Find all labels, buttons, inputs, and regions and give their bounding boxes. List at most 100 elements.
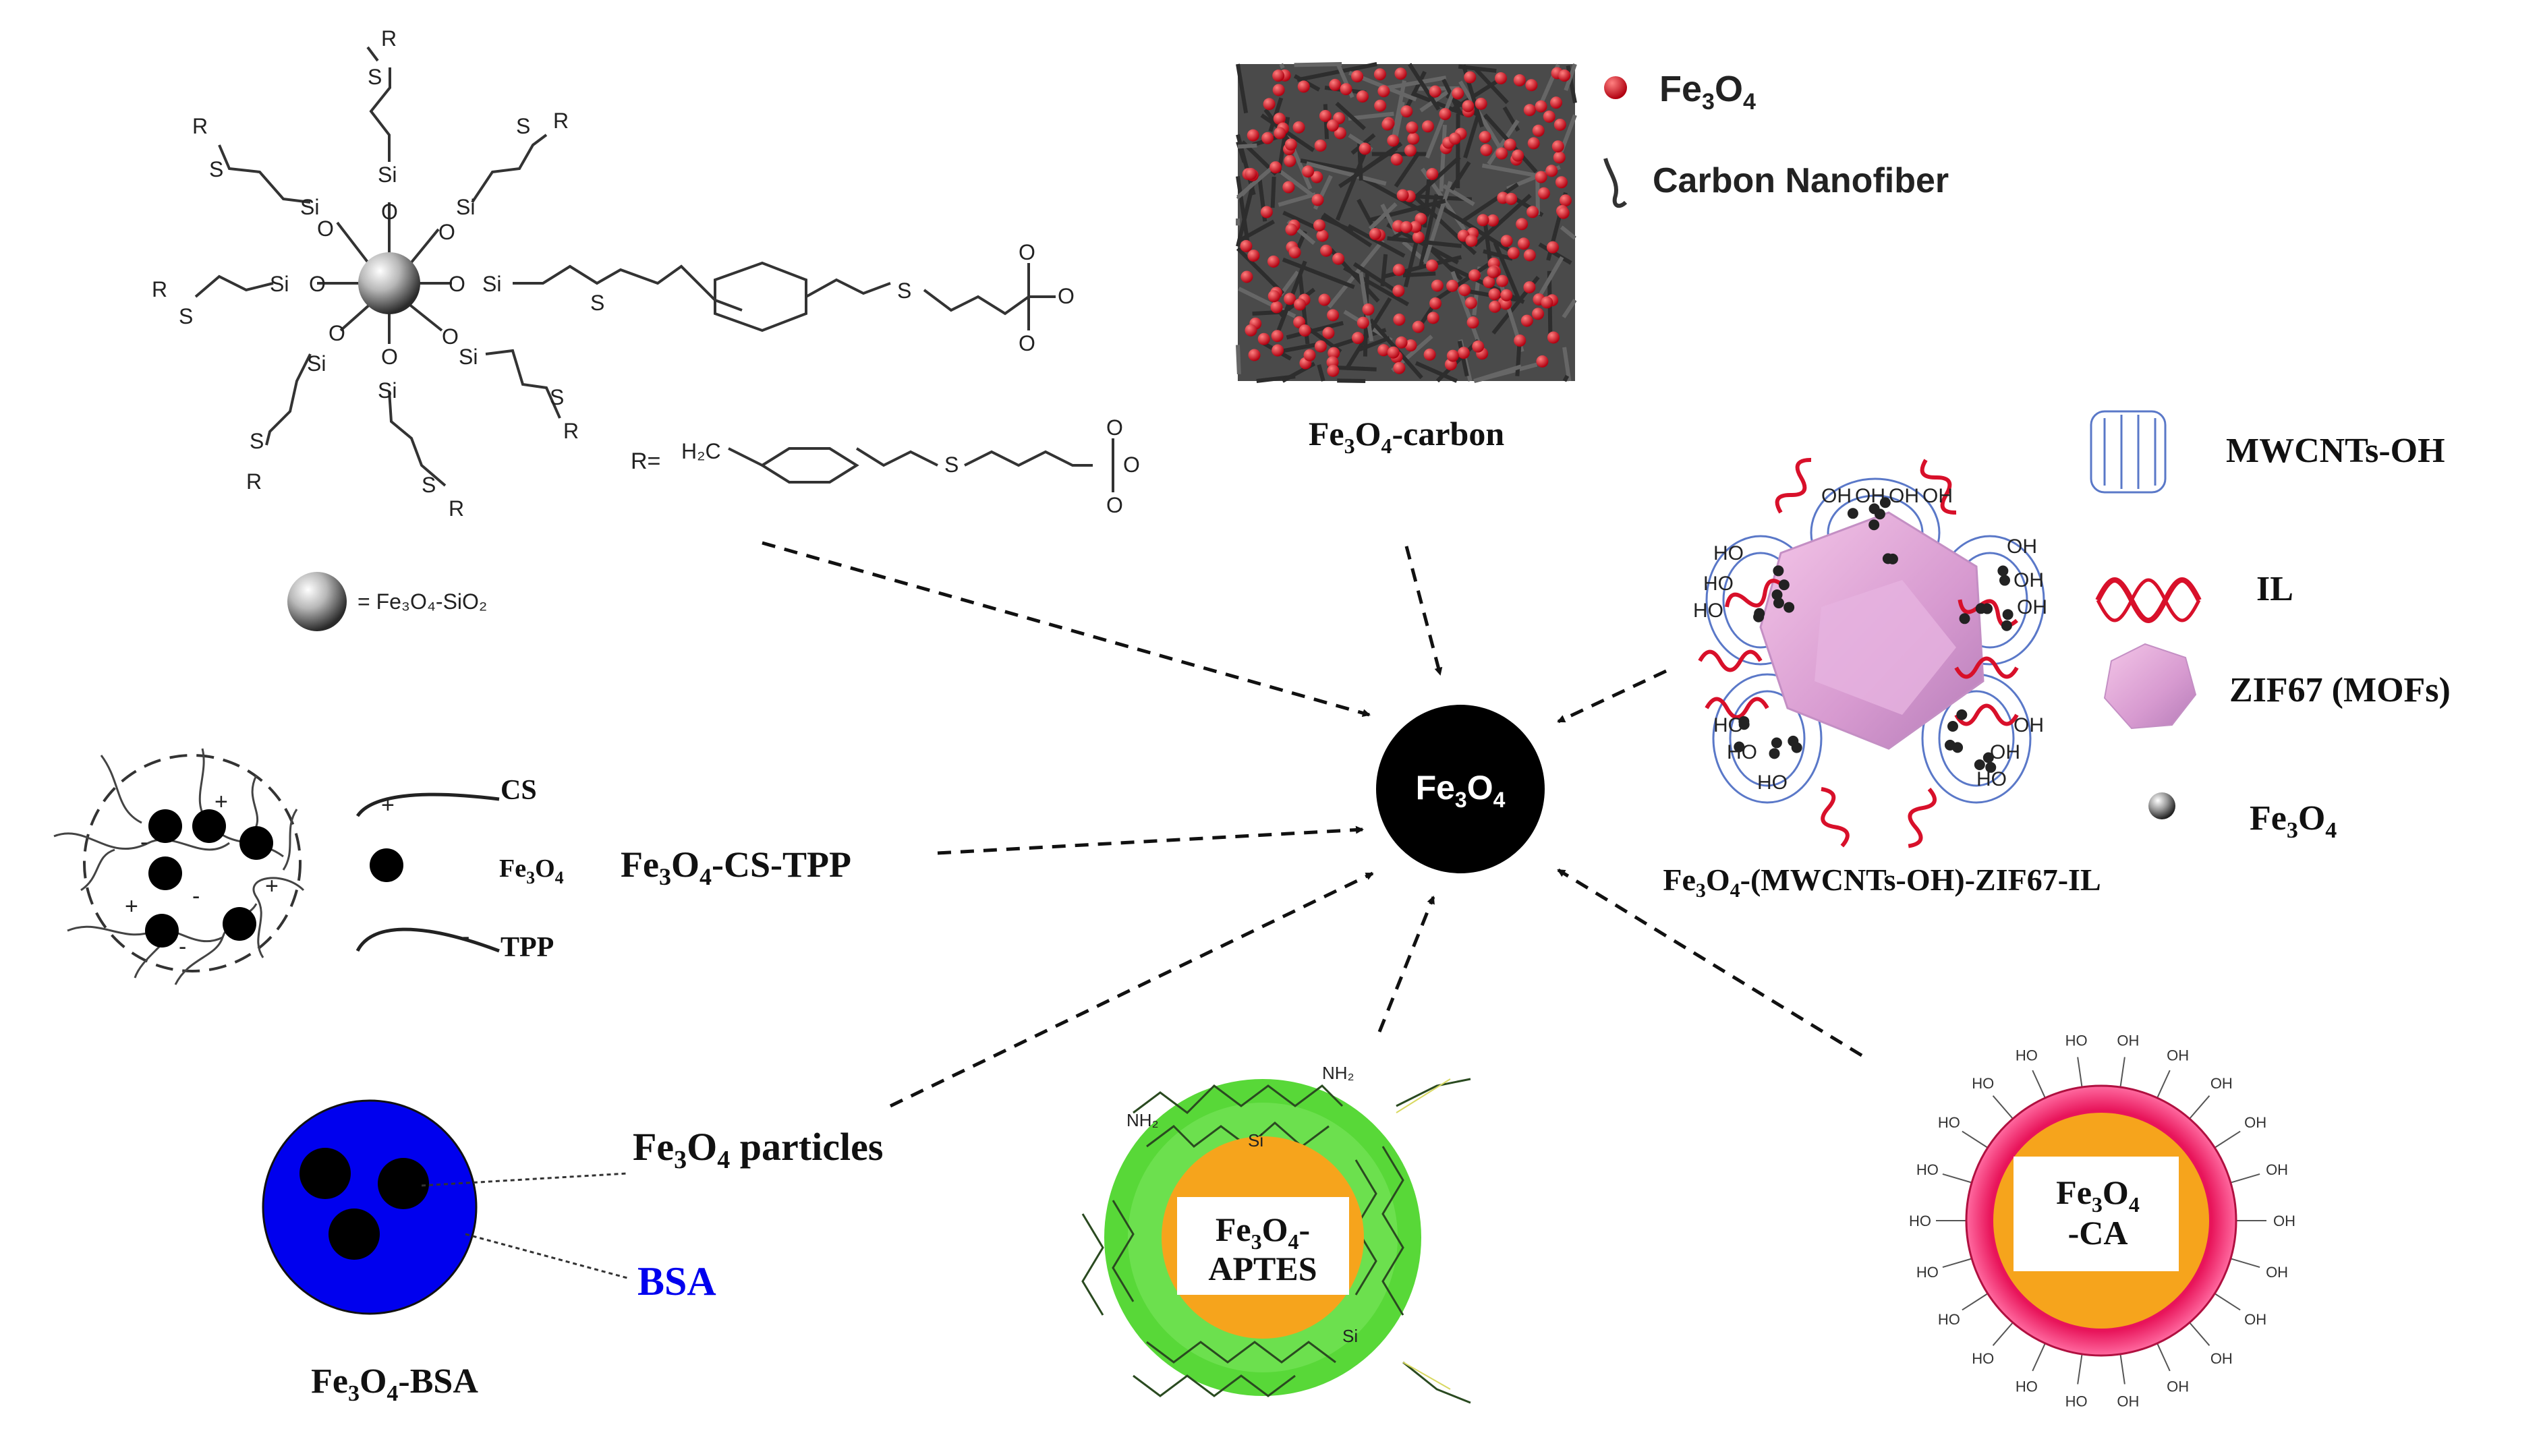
- atom-label: Si: [307, 351, 326, 376]
- fe3o4-red-particle: [1269, 161, 1282, 174]
- ca-branch: [1942, 1258, 1972, 1268]
- atom-label: O: [381, 200, 398, 224]
- zif-fe3o4-dot: [1788, 735, 1799, 747]
- cs-plus: +: [381, 792, 395, 818]
- carbon-fiber-strand: [1487, 119, 1520, 165]
- fe3o4-red-particle: [1284, 138, 1297, 151]
- zif-fe3o4-dot: [1944, 739, 1955, 751]
- carbon-composite: Fe3O4-carbon Fe3O4 Carbon Nanofiber: [1236, 62, 1949, 458]
- ca-label-line2: -CA: [2068, 1214, 2128, 1252]
- atom-label: R: [553, 109, 569, 133]
- carbon-fiber-strand: [1352, 262, 1401, 295]
- aptes-particle: Fe3O4- APTES NH₂ NH₂ Si Si: [1081, 1063, 1471, 1404]
- carbon-fiber-strand: [1387, 236, 1462, 248]
- bsa-particles-label: Fe3O4 particles: [633, 1125, 883, 1174]
- fe3o4-red-particle: [1314, 139, 1327, 152]
- carbon-fiber-strand: [1435, 339, 1480, 383]
- ca-hydroxyl-label: HO: [1909, 1213, 1931, 1229]
- ca-branch: [2032, 1070, 2046, 1099]
- atom-label: S: [250, 429, 264, 453]
- fe3o4-red-particle: [1263, 98, 1276, 111]
- fe3o4-red-particle: [1288, 246, 1301, 259]
- fe3o4-red-particles: [1240, 67, 1572, 377]
- fe3o4-red-particle: [1526, 206, 1539, 219]
- fe3o4-red-particle: [1487, 266, 1500, 279]
- oh-label: OH: [1922, 485, 1953, 507]
- il-legend-icon: [2095, 577, 2202, 623]
- ho-label: HO: [1703, 573, 1734, 595]
- fe3o4-red-particle: [1294, 298, 1307, 311]
- carbon-fiber-strand: [1425, 89, 1456, 158]
- carbon-fiber-strand: [1274, 166, 1319, 201]
- carbon-fiber-strand: [1279, 63, 1285, 69]
- fe3o4-red-particle: [1553, 151, 1566, 164]
- fe3o4-red-particle: [1400, 105, 1413, 118]
- ho-label: HO: [1693, 600, 1723, 622]
- fe3o4-red-particle: [1468, 269, 1481, 282]
- fe3o4-red-particle: [1267, 255, 1280, 268]
- fe3o4-red-particle: [1311, 194, 1324, 206]
- fe3o4-red-particle: [1272, 344, 1284, 357]
- bsa-fe3o4-particle: [299, 1148, 351, 1199]
- fe3o4-red-particle: [1504, 138, 1516, 151]
- fe3o4-red-particle: [1400, 221, 1412, 233]
- arrow-aptes: [1377, 896, 1435, 1032]
- ho-label: HO: [1713, 714, 1744, 736]
- fe3o4-red-particle: [1392, 264, 1405, 276]
- plus-charge: +: [125, 894, 138, 919]
- ca-particle: Fe3O4 -CA OHOHOHOHOHOHHOHOHOHOHOHOHOHOHO…: [1909, 1032, 2295, 1410]
- fe3o4-red-particle: [1406, 121, 1419, 134]
- ca-hydroxyl-label: HO: [1972, 1350, 1994, 1367]
- fe3o4-red-particle: [1523, 281, 1536, 293]
- ca-branch: [2157, 1070, 2171, 1099]
- ca-hydroxyl-label: HO: [2016, 1378, 2038, 1395]
- tpp-legend-label: TPP: [501, 932, 554, 963]
- ca-hydroxyl-label: HO: [1972, 1075, 1994, 1092]
- fe3o4-red-particle: [1532, 124, 1545, 137]
- fe3o4-red-particle: [1535, 100, 1547, 113]
- ca-branch: [2157, 1343, 2171, 1372]
- aptes-label-line1: Fe3O4-: [1216, 1211, 1310, 1254]
- atom-label: Si: [456, 195, 475, 219]
- fe3o4-red-particle: [1377, 344, 1390, 357]
- zif-fe3o4-dot: [1879, 497, 1891, 508]
- fe3o4-red-particle: [1394, 67, 1407, 80]
- fe3o4-red-particle: [1507, 247, 1520, 260]
- zif-fe3o4-dot: [2001, 620, 2012, 631]
- fe3o4-red-particle: [1495, 147, 1508, 160]
- carbon-fiber-strand: [1277, 342, 1319, 354]
- ca-label-line1: Fe3O4: [2056, 1173, 2140, 1217]
- fe3o4-red-particle: [1387, 134, 1400, 147]
- zif-fe3o4-dot: [1882, 553, 1893, 564]
- cs-legend-curve: [355, 792, 500, 817]
- fe3o4-red-particle: [1274, 127, 1286, 140]
- carbon-fiber-strand: [1237, 143, 1257, 149]
- cs-tpp-legend-particle: [370, 848, 403, 882]
- carbon-fiber-strand: [1237, 219, 1276, 243]
- plus-charge: +: [265, 873, 279, 899]
- oh-label: OH: [1889, 485, 1919, 507]
- fe3o4-red-particle: [1527, 137, 1540, 150]
- fe3o4-red-particle: [1536, 355, 1549, 368]
- fe3o4-red-particle: [1446, 349, 1459, 362]
- fe3o4-red-particle: [1284, 293, 1296, 305]
- fe3o4-red-particle: [1284, 154, 1296, 167]
- zif-fe3o4-dot: [1974, 759, 1985, 771]
- aptes-si: Si: [1342, 1326, 1358, 1346]
- fe3o4-red-particle: [1412, 231, 1425, 243]
- fe3o4-red-particle: [1395, 336, 1408, 349]
- ca-branch: [2077, 1057, 2083, 1088]
- carbon-fiber-strand: [1537, 256, 1564, 299]
- zif-fe3o4-dot: [1734, 741, 1745, 753]
- ca-branch: [2189, 1095, 2210, 1119]
- fe3o4-red-particle: [1558, 69, 1571, 82]
- atom-label: S: [590, 291, 604, 315]
- carbon-fiber-strand: [1562, 374, 1570, 382]
- zif67-facet: [1815, 580, 1956, 715]
- carbon-fiber-strand: [1408, 63, 1441, 111]
- fe3o4-red-particle: [1407, 132, 1420, 145]
- fe3o4-red-particle: [1369, 228, 1381, 241]
- fe3o4-red-particle: [1464, 297, 1477, 310]
- zif-fe3o4-dot: [1947, 721, 1958, 732]
- fe3o4-red-particle: [1464, 71, 1477, 84]
